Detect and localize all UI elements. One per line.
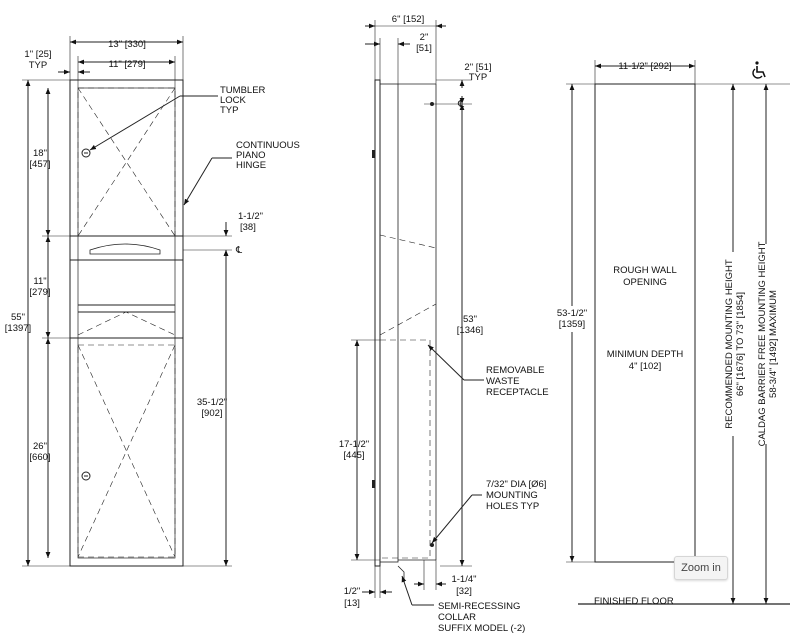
label-collar-1: SEMI-RECESSING — [438, 601, 520, 612]
label-piano-hinge-1: CONTINUOUS — [236, 140, 300, 151]
dim-opening-height: 53-1/2" — [557, 308, 587, 319]
side-centerline-mark: ℄ — [457, 99, 465, 110]
label-min-depth-1: MINIMUN DEPTH — [607, 349, 684, 360]
centerline-mark: ℄ — [235, 245, 243, 256]
towel-dispenser-slot — [89, 243, 161, 255]
zoom-in-button[interactable]: Zoom in — [674, 556, 728, 580]
label-barrier-free-1: CALDAG BARRIER FREE MOUNTING HEIGHT — [757, 241, 768, 446]
dim-dispenser-offset-mm: [38] — [240, 222, 256, 233]
dim-opening-height-mm: [1359] — [559, 319, 585, 330]
label-tumbler-lock-3: TYP — [220, 105, 238, 116]
dim-side-front-depth: 2" — [420, 32, 429, 43]
dim-side-flange-typ: TYP — [469, 72, 487, 83]
label-recommended-1: RECOMMENDED MOUNTING HEIGHT — [724, 259, 735, 429]
dim-side-flange: 2" [51] — [464, 62, 491, 73]
dim-upper-height-mm: [457] — [29, 159, 50, 170]
wheelchair-icon — [752, 61, 766, 79]
dim-waste-height-mm: [902] — [201, 408, 222, 419]
dim-mid-height-mm: [279] — [29, 287, 50, 298]
rough-wall-opening — [594, 83, 696, 563]
label-piano-hinge-3: HINGE — [236, 160, 266, 171]
dim-upper-height: 18" — [33, 148, 47, 159]
side-flange — [374, 79, 381, 567]
upper-tumbler-lock-icon — [81, 148, 91, 158]
front-outer-frame — [69, 79, 184, 567]
dim-opening-width: 11-1/2" [292] — [618, 61, 671, 72]
dim-side-depth: 6" [152] — [392, 14, 424, 25]
label-min-depth-2: 4" [102] — [629, 361, 661, 372]
label-collar-3: SUFFIX MODEL (-2) — [438, 623, 525, 634]
dim-front-flange-typ: TYP — [29, 60, 47, 71]
side-view-labels: 6" [152] 2" [51] 2" [51] TYP 53" [1346] … — [339, 14, 549, 634]
dim-front-flange: 1" [25] — [24, 49, 51, 60]
label-recommended-2: 66" [1676] TO 73" [1854] — [735, 292, 746, 396]
dim-lower-height: 26" — [33, 441, 47, 452]
dim-side-height-17-mm: [445] — [343, 450, 364, 461]
dim-side-bottom-half: 1/2" — [344, 586, 361, 597]
dim-side-bottom-quarter: 1-1/4" — [451, 574, 476, 585]
label-collar-2: COLLAR — [438, 612, 476, 623]
wall-opening-labels: 11-1/2" [292] 53-1/2" [1359] ROUGH WALL … — [556, 61, 779, 607]
dim-dispenser-offset: 1-1/2" — [238, 211, 263, 222]
label-barrier-free-2: 58-3/4" [1492] MAXIMUM — [768, 290, 779, 398]
dim-side-bottom-quarter-mm: [32] — [456, 586, 472, 597]
lower-tumbler-lock-icon — [81, 471, 91, 481]
label-piano-hinge-2: PIANO — [236, 150, 266, 161]
dim-side-front-depth-mm: [51] — [416, 43, 432, 54]
dim-lower-height-mm: [660] — [29, 452, 50, 463]
dim-side-height-17: 17-1/2" — [339, 439, 369, 450]
front-inner-frame — [77, 87, 176, 559]
dim-total-height-mm: [1397] — [5, 323, 31, 334]
label-finished-floor: FINISHED FLOOR — [594, 596, 674, 607]
dim-front-inner-width: 11" [279] — [108, 59, 145, 70]
dim-front-outer-width: 13" [330] — [108, 39, 146, 50]
lower-door-outline — [77, 344, 176, 558]
dim-mid-height: 11" — [33, 276, 46, 287]
label-mounting-2: MOUNTING — [486, 490, 538, 501]
label-tumbler-lock-2: LOCK — [220, 95, 247, 106]
removable-receptacle-outline — [379, 339, 431, 559]
label-rough-wall-1: ROUGH WALL — [613, 265, 677, 276]
side-body-front — [379, 83, 399, 563]
barrier-free-height-label: CALDAG BARRIER FREE MOUNTING HEIGHT 58-3… — [756, 241, 779, 446]
label-removable-2: WASTE — [486, 376, 519, 387]
label-rough-wall-2: OPENING — [623, 277, 667, 288]
recommended-height-label: RECOMMENDED MOUNTING HEIGHT 66" [1676] T… — [723, 252, 746, 436]
label-removable-3: RECEPTACLE — [486, 387, 549, 398]
dim-side-bottom-half-mm: [13] — [344, 598, 360, 609]
label-removable-1: REMOVABLE — [486, 365, 544, 376]
label-mounting-3: HOLES TYP — [486, 501, 539, 512]
dim-waste-height: 35-1/2" — [197, 397, 227, 408]
dim-side-height-53-mm: [1346] — [457, 325, 483, 336]
front-view-labels: 13" [330] 11" [279] 1" [25] TYP 18" [457… — [5, 39, 300, 463]
waste-flap-outline — [77, 311, 176, 336]
label-tumbler-lock-1: TUMBLER — [220, 85, 266, 96]
side-view — [351, 20, 484, 606]
dim-total-height: 55" — [11, 312, 25, 323]
dim-side-height-53: 53" — [463, 314, 477, 325]
front-view — [22, 36, 232, 567]
label-mounting-1: 7/32" DIA [Ø6] — [486, 479, 546, 490]
